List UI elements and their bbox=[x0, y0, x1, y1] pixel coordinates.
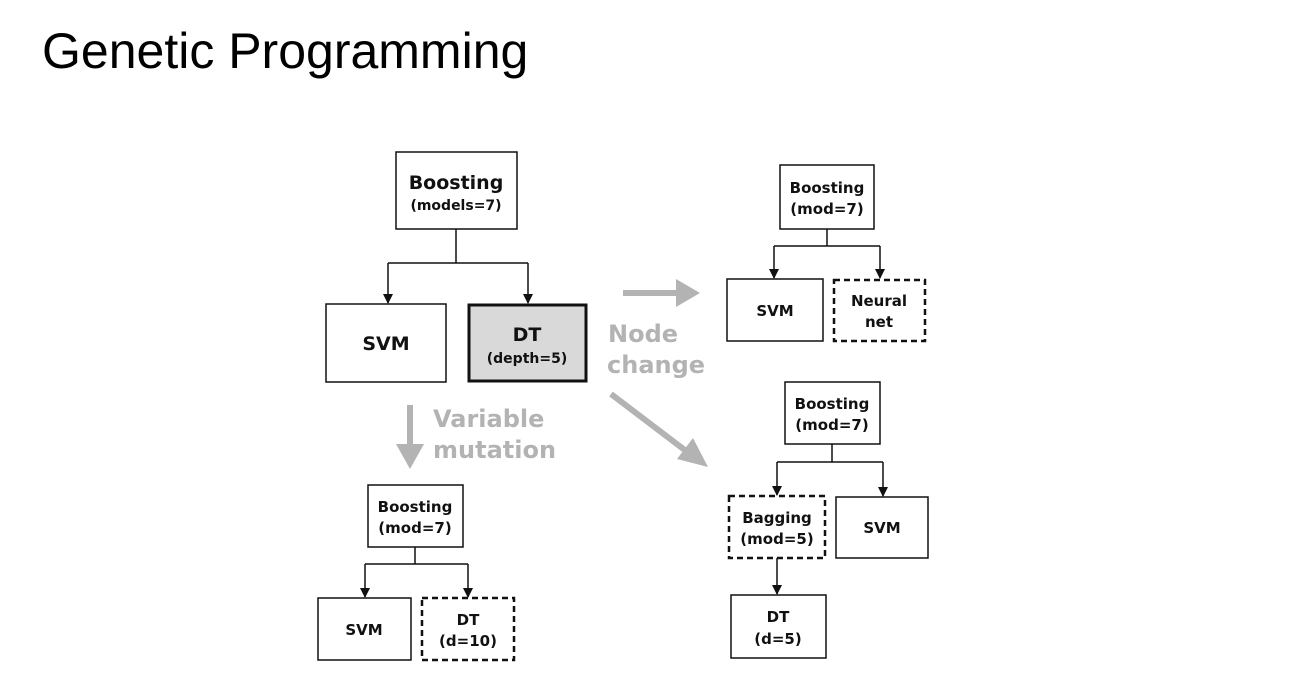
subtree-change-connectors bbox=[772, 444, 888, 595]
node-change-root-node: Boosting (mod=7) bbox=[779, 164, 875, 230]
original-connectors bbox=[383, 229, 533, 304]
variable-mutation-root-param: (mod=7) bbox=[378, 519, 451, 537]
original-right-label: DT bbox=[513, 324, 542, 346]
node-change-arrow bbox=[623, 279, 700, 307]
subtree-change-root-node: Boosting (mod=7) bbox=[784, 381, 881, 445]
subtree-change-root-param: (mod=7) bbox=[795, 416, 868, 434]
node-change-left-node: SVM bbox=[726, 278, 824, 342]
variable-mutation-root-label: Boosting bbox=[378, 498, 453, 516]
subtree-change-left-param: (mod=5) bbox=[740, 530, 813, 548]
tree-variable-mutation: Boosting (mod=7) SVM DT (d=10) bbox=[317, 484, 516, 662]
subtree-change-leaf-param: (d=5) bbox=[754, 630, 801, 648]
variable-mutation-left-label: SVM bbox=[345, 621, 382, 639]
node-change-root-label: Boosting bbox=[790, 179, 865, 197]
node-change-label-line2: change bbox=[607, 351, 705, 379]
original-root-param: (models=7) bbox=[410, 198, 501, 214]
tree-node-change: Boosting (mod=7) SVM Neural net bbox=[726, 164, 927, 343]
variable-mutation-right-label: DT bbox=[457, 611, 480, 629]
operation-arrows: Node change Variable mutation bbox=[396, 279, 708, 469]
tree-original: Boosting (models=7) SVM DT (depth=5) bbox=[325, 151, 588, 383]
subtree-change-leaf-node: DT (d=5) bbox=[730, 594, 827, 659]
node-change-connectors bbox=[769, 229, 885, 279]
original-root-node: Boosting (models=7) bbox=[395, 151, 518, 230]
subtree-change-leaf-label: DT bbox=[767, 608, 790, 626]
node-change-root-param: (mod=7) bbox=[790, 200, 863, 218]
node-change-right-node-changed: Neural net bbox=[832, 278, 927, 343]
variable-mutation-connectors bbox=[360, 547, 473, 598]
node-change-right-label: Neural bbox=[851, 292, 907, 310]
variable-mutation-label-line2: mutation bbox=[433, 436, 556, 464]
slide-title: Genetic Programming bbox=[42, 23, 529, 79]
original-right-param: (depth=5) bbox=[487, 351, 567, 367]
subtree-change-right-node: SVM bbox=[835, 496, 929, 559]
original-left-label: SVM bbox=[362, 333, 409, 355]
variable-mutation-root-node: Boosting (mod=7) bbox=[367, 484, 464, 548]
node-change-left-label: SVM bbox=[756, 302, 793, 320]
subtree-change-right-label: SVM bbox=[863, 519, 900, 537]
node-change-right-param: net bbox=[865, 313, 893, 331]
variable-mutation-left-node: SVM bbox=[317, 597, 412, 661]
subtree-change-left-label: Bagging bbox=[742, 509, 812, 527]
original-right-node-highlighted: DT (depth=5) bbox=[467, 303, 588, 383]
subtree-change-left-node-changed: Bagging (mod=5) bbox=[727, 494, 827, 560]
variable-mutation-label-line1: Variable bbox=[433, 405, 544, 433]
subtree-change-arrow bbox=[609, 391, 708, 467]
original-left-node: SVM bbox=[325, 303, 447, 383]
variable-mutation-right-node-mutated: DT (d=10) bbox=[420, 596, 516, 662]
node-change-label-line1: Node bbox=[608, 320, 678, 348]
original-root-label: Boosting bbox=[409, 172, 504, 194]
variable-mutation-arrow bbox=[396, 405, 424, 469]
variable-mutation-right-param: (d=10) bbox=[439, 632, 497, 650]
subtree-change-root-label: Boosting bbox=[795, 395, 870, 413]
tree-subtree-change: Boosting (mod=7) Bagging (mod=5) SVM DT … bbox=[727, 381, 929, 659]
